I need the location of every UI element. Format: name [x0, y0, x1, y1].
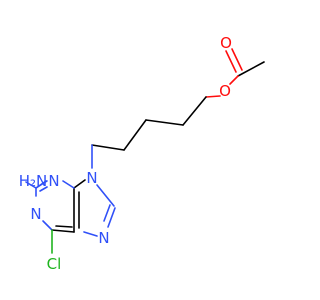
bond-ester-o-chain	[205, 95, 221, 98]
atom-n-pyrimidine-left: N	[48, 172, 59, 190]
bond-n1-c6	[42, 220, 53, 231]
bond-layer	[25, 48, 265, 254]
bond-methyl-carbonyl	[237, 61, 265, 77]
atom-n9: N	[86, 169, 97, 187]
bond-chain-1	[182, 96, 207, 126]
atom-n7: N	[98, 229, 109, 247]
bond-c6-c5	[51, 229, 75, 233]
atom-n-pyrimidine-bottom: N	[30, 205, 41, 223]
molecule-structure-diagram: H₂N N N N N Cl O O	[19, 34, 265, 273]
bond-c8-n7-double	[107, 207, 116, 228]
bond-c6-c5-inner	[55, 225, 73, 228]
bond-chain-2	[145, 119, 184, 126]
atom-chlorine: Cl	[47, 255, 62, 273]
bond-n9-c4	[73, 179, 86, 189]
bond-chain-4	[91, 144, 125, 151]
bond-n7-c5	[83, 231, 98, 237]
atom-carbonyl-oxygen: O	[220, 34, 232, 52]
bond-c2-amine	[35, 180, 47, 189]
bond-chain-3	[123, 119, 147, 151]
bond-carbonyl-double-b	[231, 48, 243, 71]
bond-carbonyl-ester-o	[229, 75, 239, 85]
atom-label-layer: H₂N N N N N Cl O O	[19, 34, 232, 273]
atom-ester-oxygen: O	[219, 82, 231, 100]
bond-carbonyl-double-a	[225, 50, 237, 73]
bond-c2-amine-stub	[25, 181, 37, 189]
bond-c4-n3	[62, 180, 75, 189]
bond-n3-c2-inner	[39, 186, 48, 192]
bond-n9-c8	[96, 184, 115, 207]
amine-label: H₂N	[19, 172, 48, 190]
bond-c8-n7-double-inner	[103, 204, 111, 222]
